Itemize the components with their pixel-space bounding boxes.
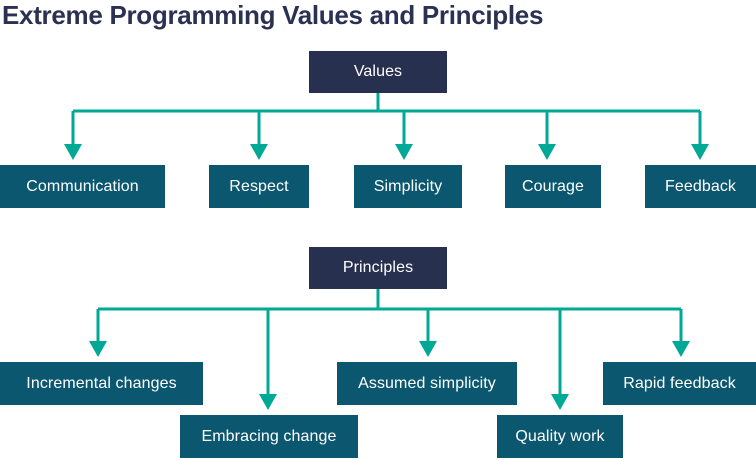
page-title: Extreme Programming Values and Principle… (2, 0, 544, 30)
child-node-values-2[interactable]: Simplicity (354, 165, 462, 208)
child-node-principles-2[interactable]: Assumed simplicity (337, 362, 517, 405)
child-node-principles-4[interactable]: Rapid feedback (603, 362, 756, 405)
child-node-principles-1[interactable]: Embracing change (180, 415, 358, 458)
child-node-values-4[interactable]: Feedback (645, 165, 756, 208)
child-node-values-1[interactable]: Respect (209, 165, 309, 208)
root-node-values[interactable]: Values (309, 51, 447, 93)
child-node-values-3[interactable]: Courage (505, 165, 601, 208)
child-node-values-0[interactable]: Communication (0, 165, 165, 208)
child-node-principles-3[interactable]: Quality work (497, 415, 623, 458)
child-node-principles-0[interactable]: Incremental changes (0, 362, 203, 405)
root-node-principles[interactable]: Principles (309, 247, 447, 289)
